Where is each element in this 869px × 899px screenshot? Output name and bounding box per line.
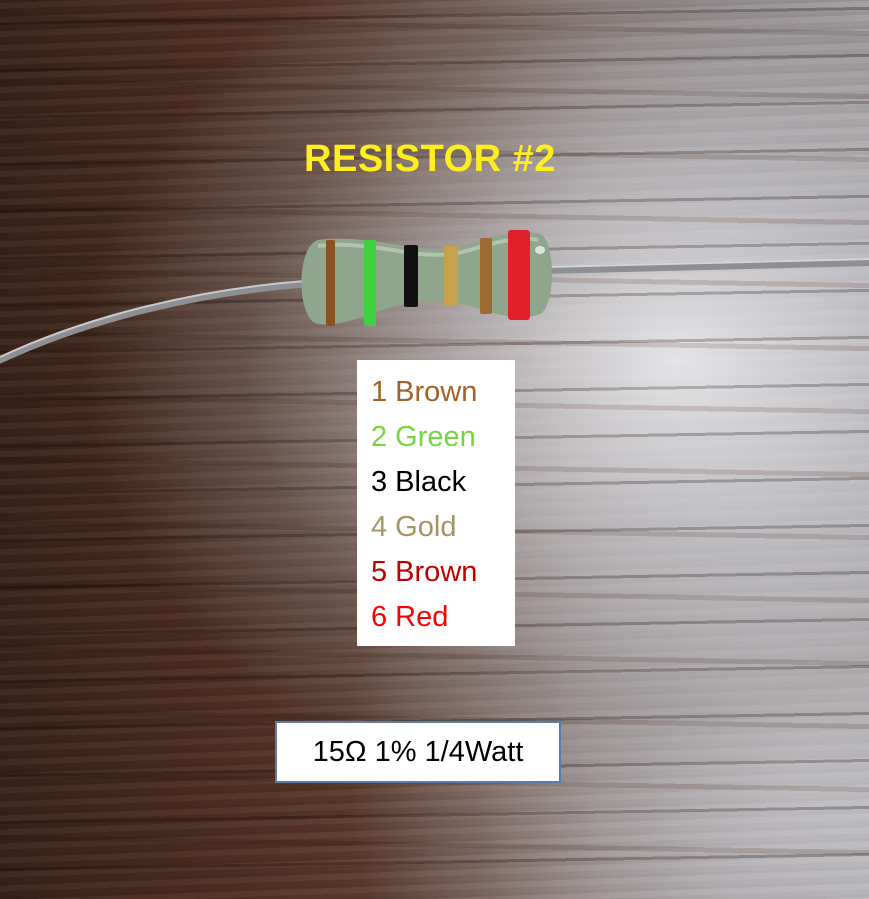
legend-item-band-5: 5 Brown [371, 556, 478, 588]
left-lead-wire [0, 280, 309, 364]
legend-item-band-4: 4 Gold [371, 511, 457, 543]
band-6-red [508, 230, 530, 320]
right-lead-wire [544, 258, 869, 274]
legend-item-band-2: 2 Green [371, 421, 476, 453]
resistor-spec-label: 15Ω 1% 1/4Watt [275, 721, 561, 783]
legend-item-band-1: 1 Brown [371, 376, 478, 408]
color-band-legend: 1 Brown 2 Green 3 Black 4 Gold 5 Brown 6… [357, 360, 515, 646]
band-1-brown [326, 240, 335, 326]
resistor-title: RESISTOR #2 [304, 138, 556, 180]
band-2-green [364, 240, 376, 326]
band-3-black [404, 245, 418, 307]
band-5-brown [480, 238, 492, 314]
band-4-gold [444, 246, 458, 306]
legend-item-band-3: 3 Black [371, 466, 467, 498]
legend-item-band-6: 6 Red [371, 601, 449, 633]
